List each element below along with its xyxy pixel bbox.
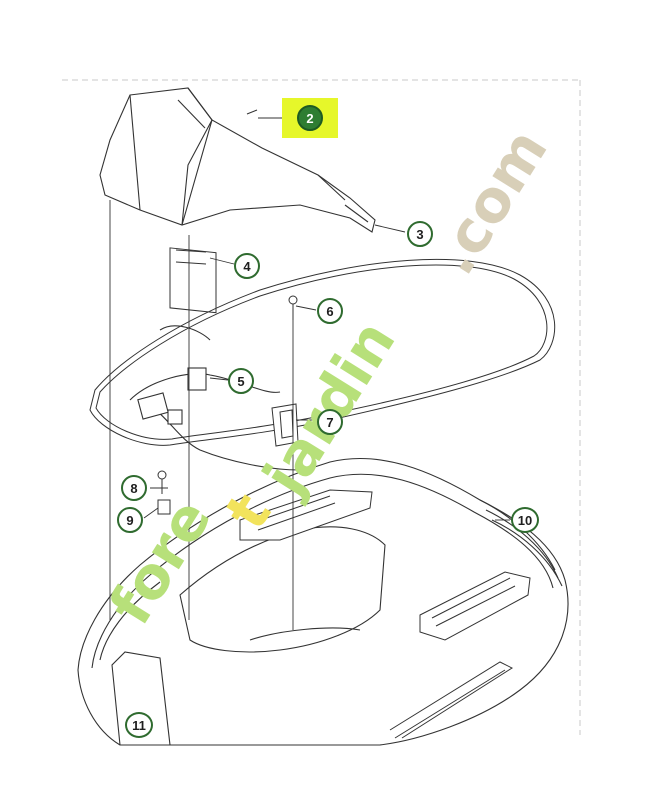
callout-10[interactable]: 10 <box>511 507 539 533</box>
callout-11[interactable]: 11 <box>125 712 153 738</box>
circuit-board <box>169 247 217 314</box>
callout-4[interactable]: 4 <box>234 253 260 279</box>
leader-lines <box>109 117 510 630</box>
callout-9[interactable]: 9 <box>117 507 143 533</box>
cable-harness <box>129 325 301 471</box>
side-rail <box>389 661 514 739</box>
frame-dashes <box>62 79 581 735</box>
callout-5[interactable]: 5 <box>228 368 254 394</box>
callout-6[interactable]: 6 <box>317 298 343 324</box>
vents <box>239 489 531 641</box>
top-cover <box>99 87 376 233</box>
clip <box>157 499 171 515</box>
callout-2[interactable]: 2 <box>297 105 323 131</box>
bracket <box>271 403 299 447</box>
callout-3[interactable]: 3 <box>407 221 433 247</box>
callout-8[interactable]: 8 <box>121 475 147 501</box>
callout-7[interactable]: 7 <box>317 409 343 435</box>
